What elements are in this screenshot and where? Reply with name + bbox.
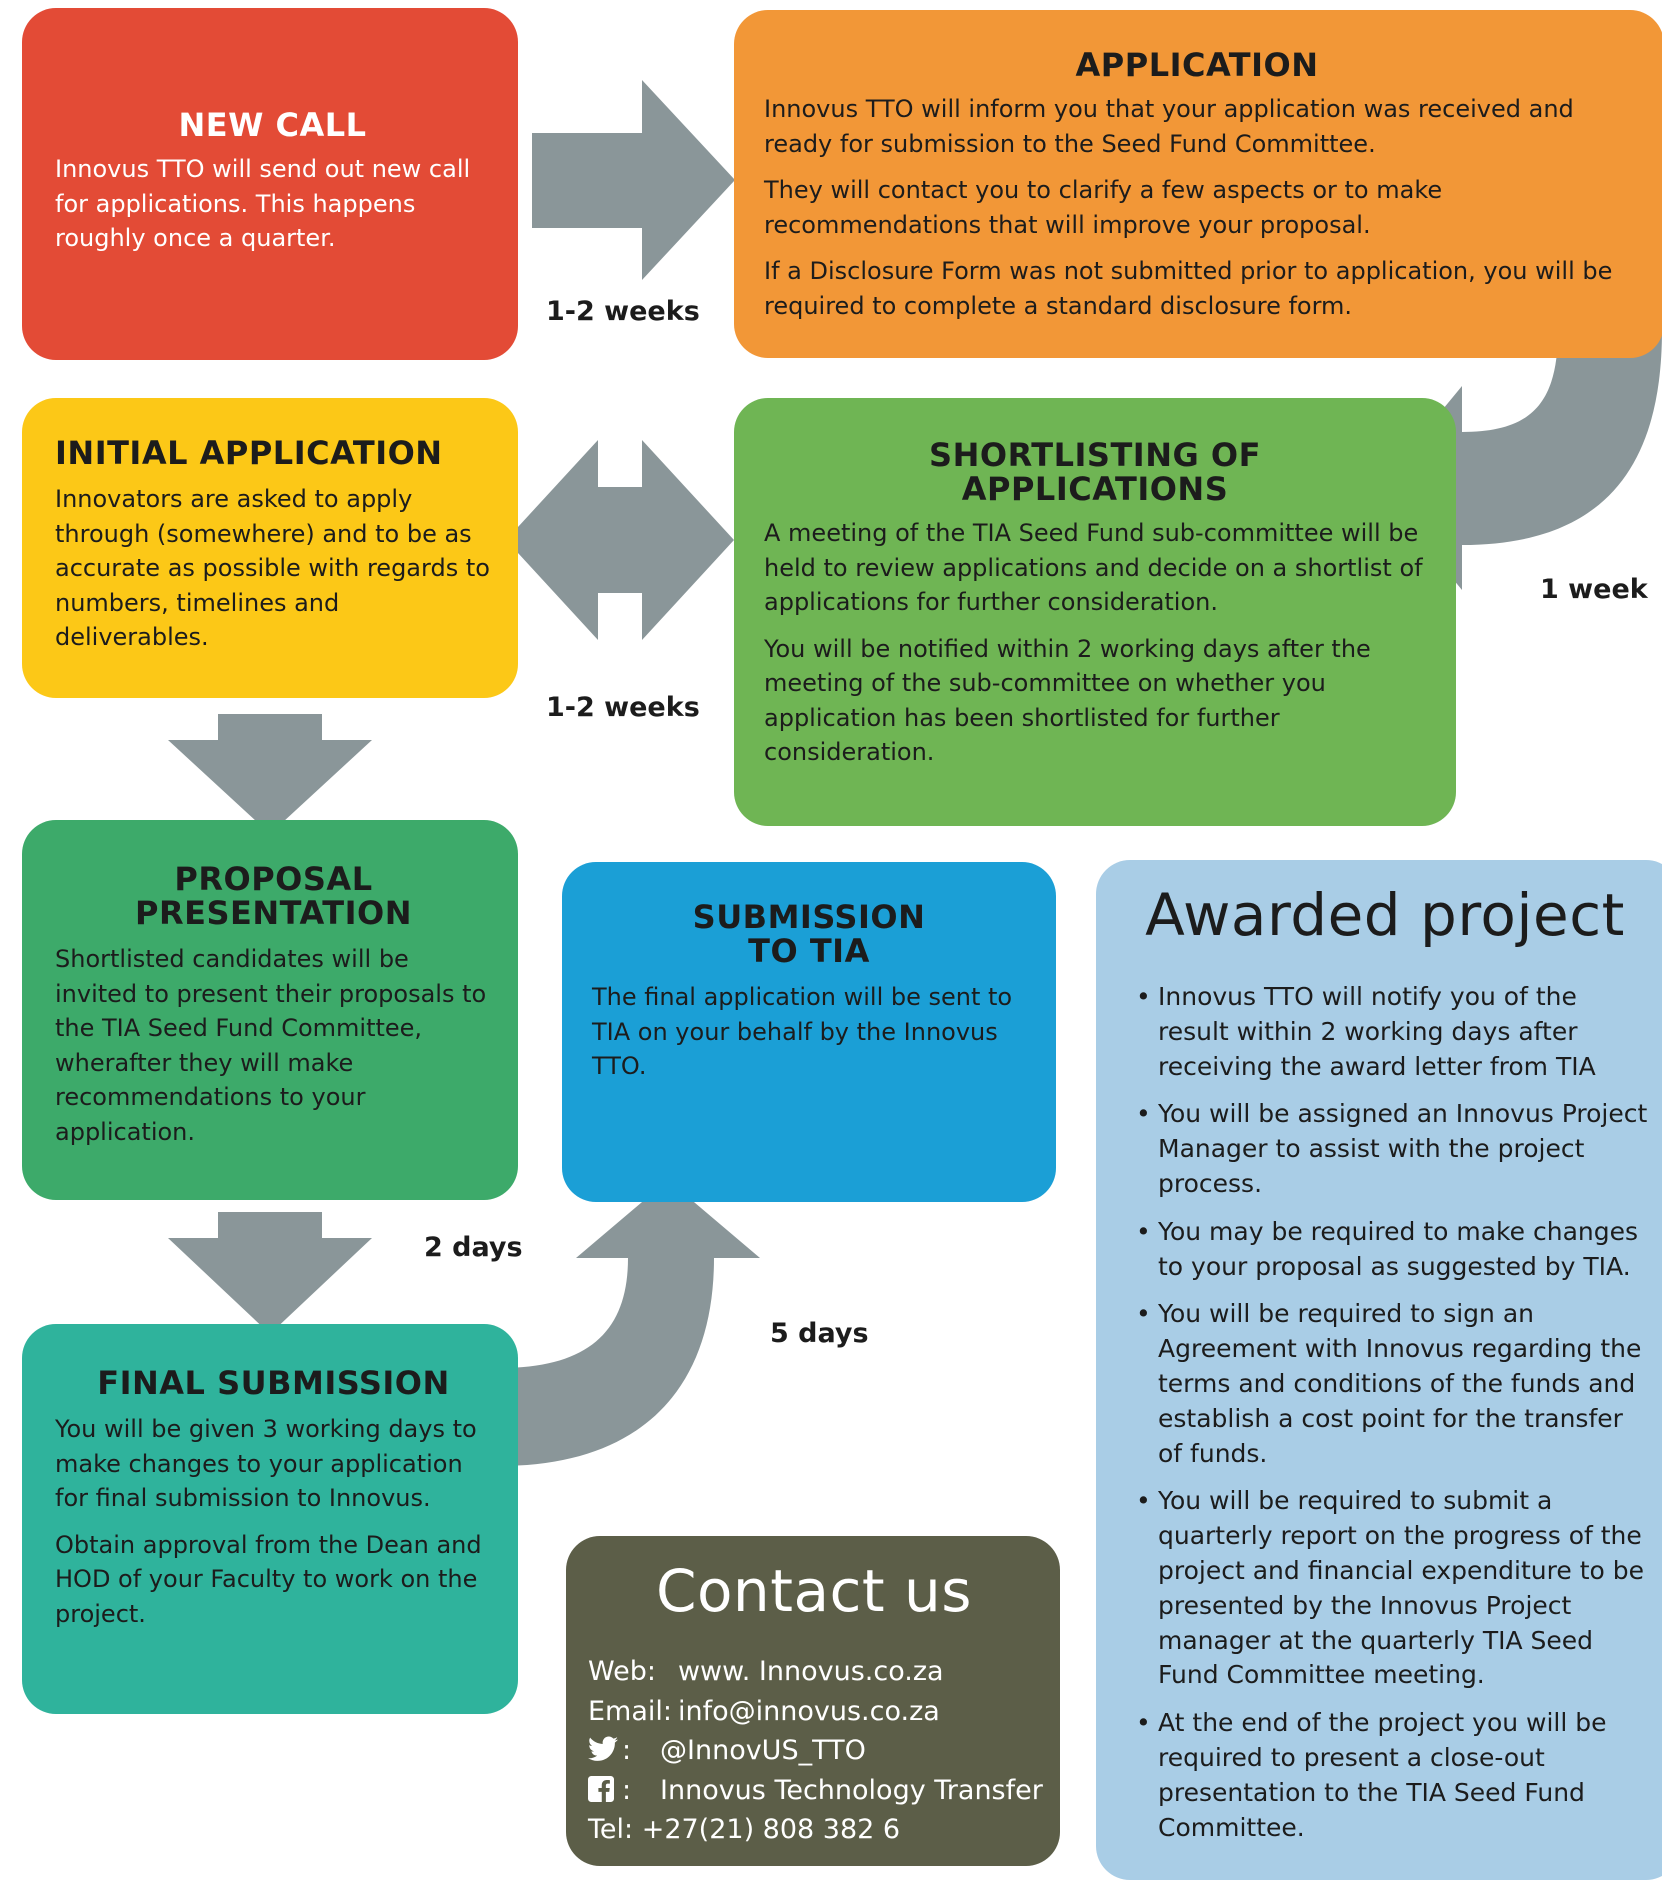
contact-email: Email:info@innovus.co.za <box>588 1692 1040 1732</box>
email-link[interactable]: info@innovus.co.za <box>678 1695 940 1727</box>
contact-box: Contact us Web: www. Innovus.co.za Email:… <box>566 1536 1060 1866</box>
duration-proposal-to-final: 2 days <box>424 1232 523 1263</box>
proposal-body: Shortlisted candidates will be invited t… <box>55 945 487 1146</box>
facebook-separator: : <box>622 1774 632 1806</box>
proposal-title-line1: PROPOSAL <box>174 860 373 898</box>
step-submission-to-tia: SUBMISSION TO TIA The final application … <box>562 862 1056 1202</box>
final-submission-paragraph: Obtain approval from the Dean and HOD of… <box>55 1530 482 1628</box>
initial-application-body: Innovators are asked to apply through (s… <box>55 485 490 651</box>
list-item: You may be required to make changes to y… <box>1136 1215 1652 1285</box>
contact-title: Contact us <box>655 1557 973 1625</box>
initial-application-title: INITIAL APPLICATION <box>55 434 443 472</box>
list-item: You will be required to submit a quarter… <box>1136 1484 1652 1693</box>
arrow-final-to-submission <box>500 1180 760 1466</box>
facebook-icon <box>588 1775 614 1802</box>
arrow-new-call-to-application <box>532 80 735 280</box>
list-item: You will be required to sign an Agreemen… <box>1136 1297 1652 1471</box>
awarded-list: Innovus TTO will notify you of the resul… <box>1118 980 1652 1845</box>
step-shortlisting: SHORTLISTING OF APPLICATIONS A meeting o… <box>734 398 1456 826</box>
new-call-body: Innovus TTO will send out new call for a… <box>55 155 471 252</box>
duration-final-to-submission: 5 days <box>770 1318 869 1349</box>
twitter-handle[interactable]: @InnovUS_TTO <box>660 1735 866 1766</box>
final-submission-paragraph: You will be given 3 working days to make… <box>55 1415 477 1512</box>
application-paragraph: If a Disclosure Form was not submitted p… <box>764 257 1613 320</box>
final-submission-title: FINAL SUBMISSION <box>97 1364 450 1402</box>
duration-application-to-shortlisting: 1 week <box>1540 574 1648 605</box>
shortlisting-paragraph: A meeting of the TIA Seed Fund sub-commi… <box>764 519 1423 616</box>
proposal-title-line2: PRESENTATION <box>135 894 412 932</box>
new-call-title: NEW CALL <box>178 106 367 144</box>
email-label: Email: <box>588 1695 673 1727</box>
list-item: At the end of the project you will be re… <box>1136 1706 1652 1845</box>
application-paragraph: They will contact you to clarify a few a… <box>764 176 1443 239</box>
step-final-submission: FINAL SUBMISSION You will be given 3 wor… <box>22 1324 518 1714</box>
arrow-initial-to-proposal <box>168 714 372 834</box>
twitter-icon <box>588 1736 618 1761</box>
submission-body: The final application will be sent to TI… <box>592 983 1013 1080</box>
list-item: You will be assigned an Innovus Project … <box>1136 1097 1652 1201</box>
shortlisting-title-line2: APPLICATIONS <box>961 470 1229 508</box>
application-title: APPLICATION <box>1075 46 1319 84</box>
contact-tel: Tel: +27(21) 808 382 6 <box>588 1814 901 1845</box>
submission-title-line2: TO TIA <box>748 932 870 970</box>
shortlisting-paragraph: You will be notified within 2 working da… <box>764 634 1371 767</box>
duration-new-to-application: 1-2 weeks <box>546 296 700 327</box>
contact-twitter: : @InnovUS_TTO <box>588 1731 1040 1771</box>
step-application: APPLICATION Innovus TTO will inform you … <box>734 10 1662 358</box>
list-item: Innovus TTO will notify you of the resul… <box>1136 980 1652 1084</box>
contact-web: Web: www. Innovus.co.za <box>588 1652 1040 1692</box>
web-label: Web: <box>588 1656 656 1687</box>
twitter-separator: : <box>622 1735 632 1766</box>
awarded-project-box: Awarded project Innovus TTO will notify … <box>1096 860 1662 1880</box>
arrow-proposal-to-final <box>168 1212 372 1334</box>
submission-title-line1: SUBMISSION <box>692 898 926 936</box>
facebook-page[interactable]: Innovus Technology Transfer <box>660 1774 1043 1806</box>
duration-initial-shortlisting: 1-2 weeks <box>546 692 700 723</box>
shortlisting-title-line1: SHORTLISTING OF <box>929 436 1261 474</box>
step-initial-application: INITIAL APPLICATION Innovators are asked… <box>22 398 518 698</box>
awarded-title: Awarded project <box>1145 881 1625 949</box>
application-paragraph: Innovus TTO will inform you that your ap… <box>764 95 1574 158</box>
web-link[interactable]: www. Innovus.co.za <box>677 1656 944 1687</box>
step-proposal-presentation: PROPOSAL PRESENTATION Shortlisted candid… <box>22 820 518 1200</box>
step-new-call: NEW CALL Innovus TTO will send out new c… <box>22 8 518 360</box>
arrow-initial-shortlisting <box>506 440 734 640</box>
contact-facebook: : Innovus Technology Transfer <box>588 1771 1043 1811</box>
